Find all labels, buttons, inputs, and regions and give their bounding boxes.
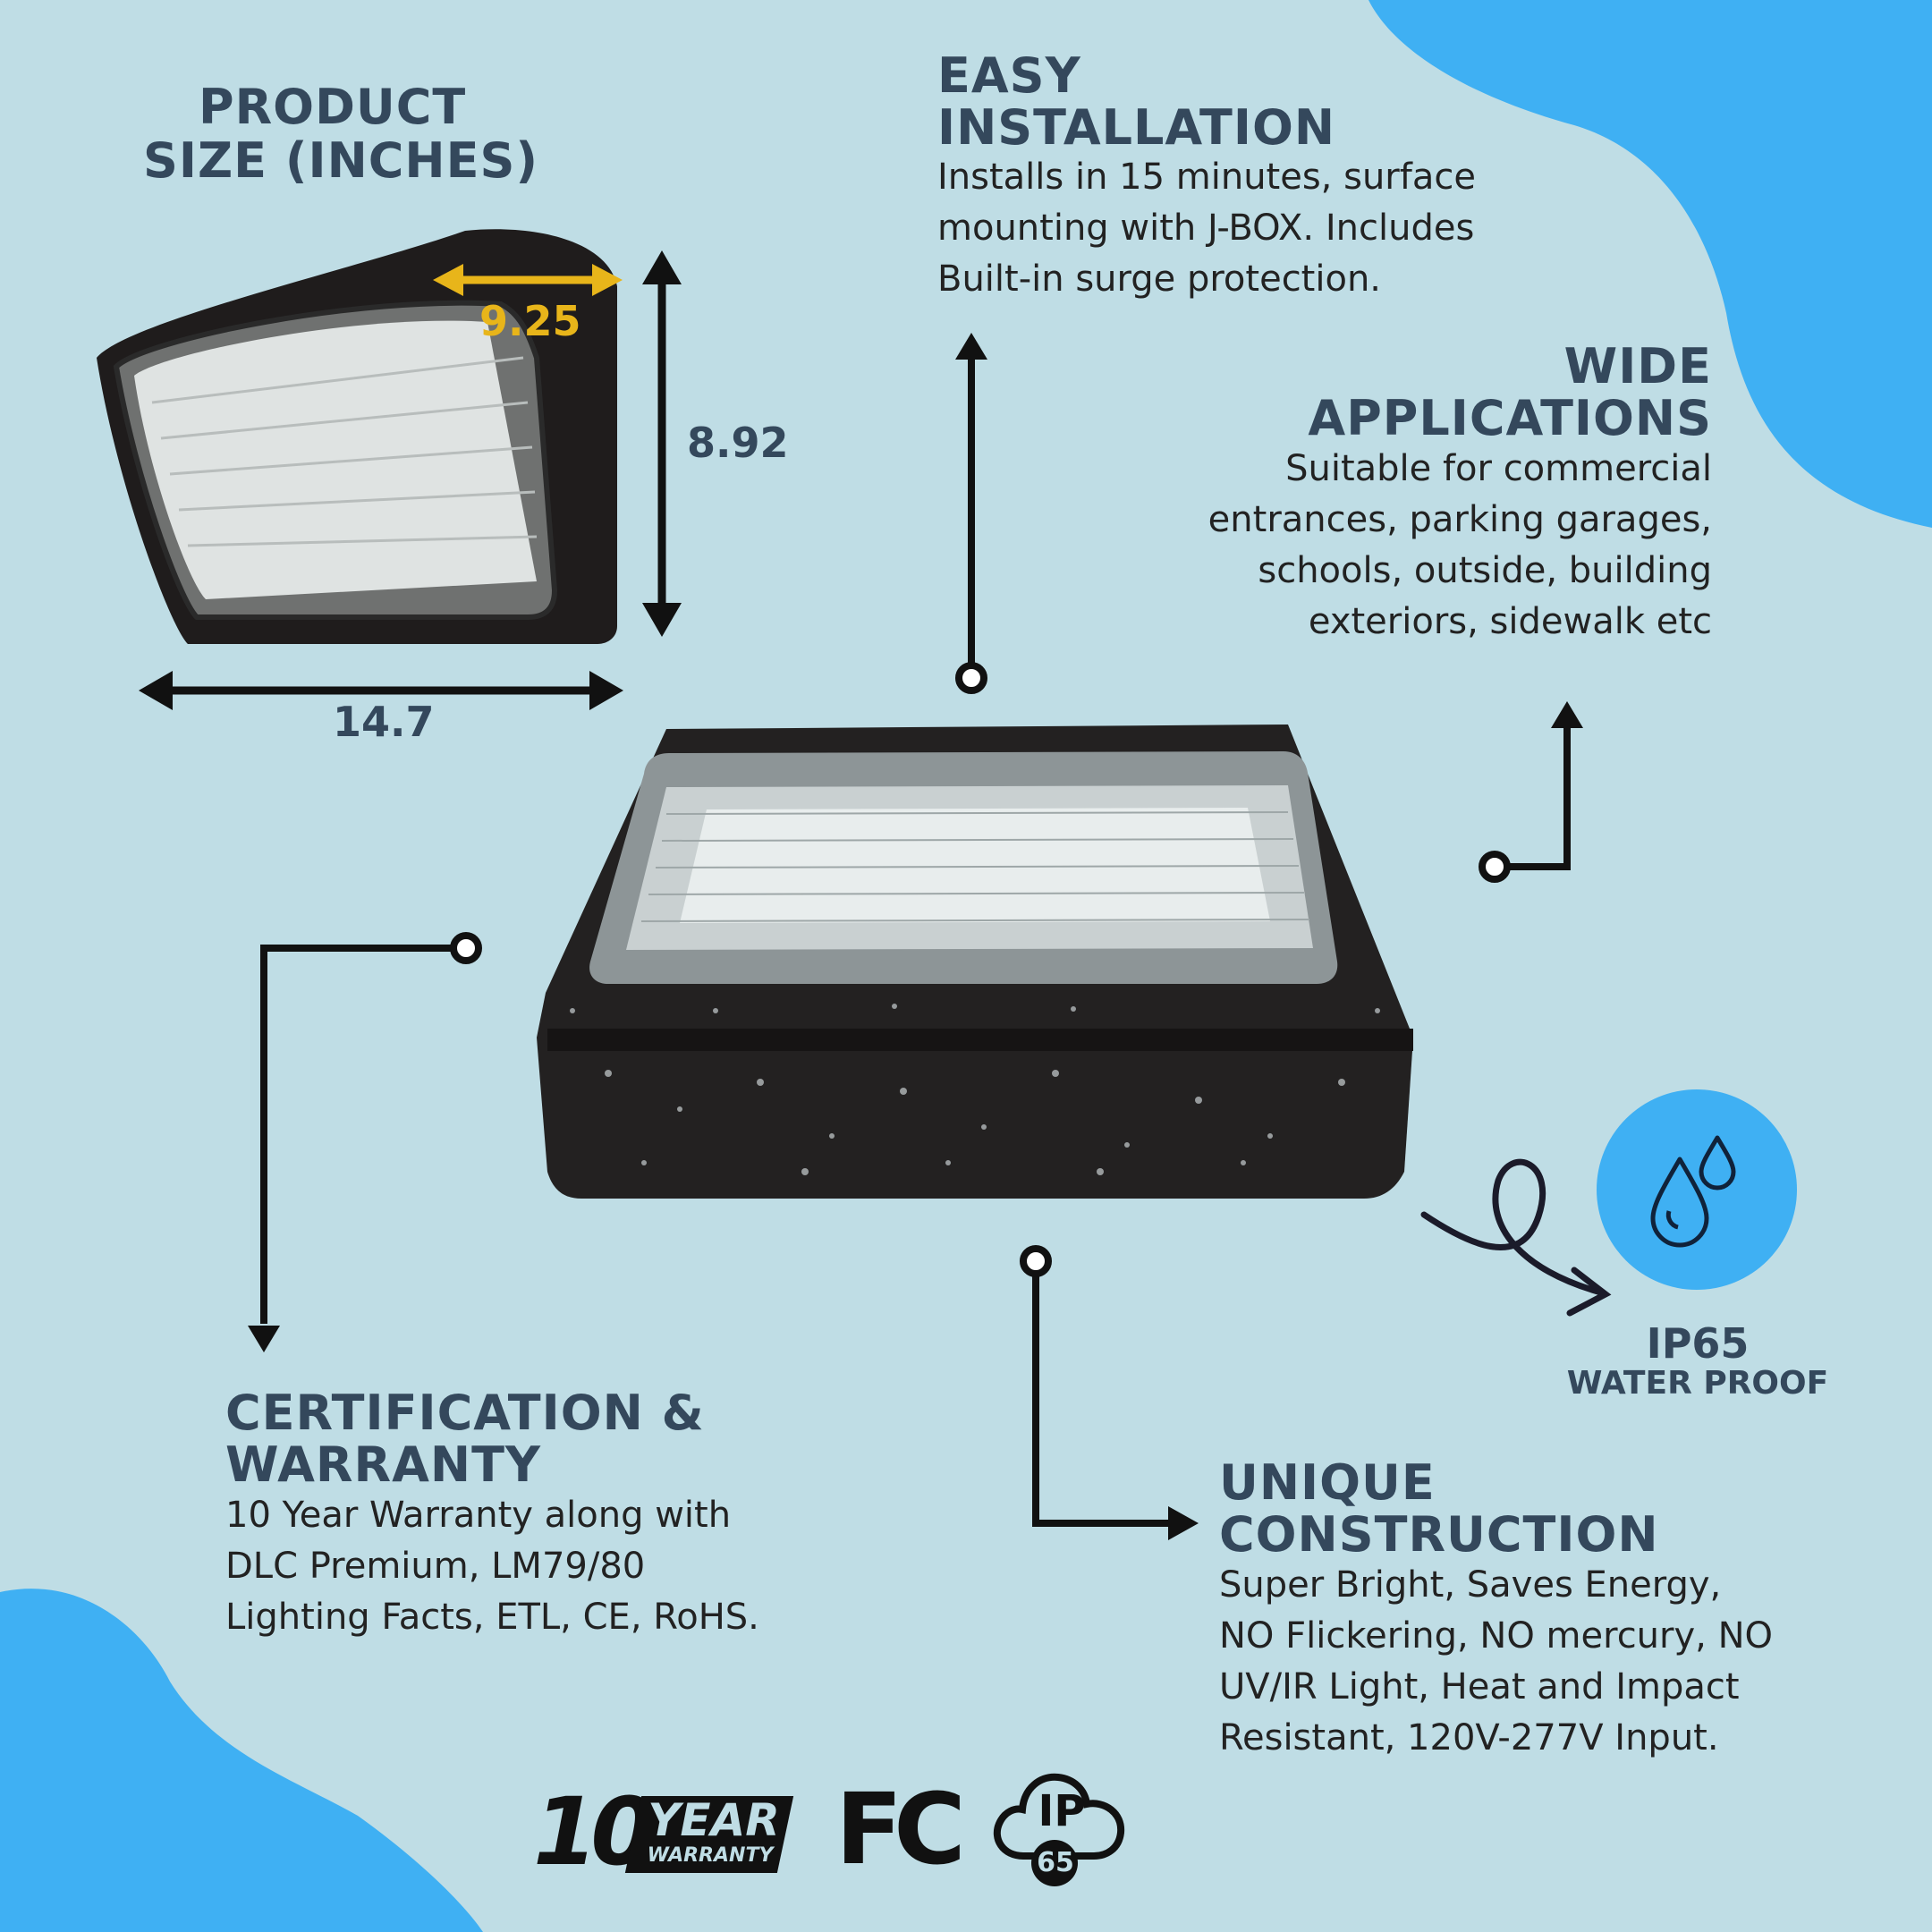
installation-title-1: EASY — [937, 47, 1081, 104]
height-value: 8.92 — [687, 419, 789, 467]
installation-line-1: Installs in 15 minutes, surface — [937, 157, 1476, 198]
installation-line-2: mounting with J-BOX. Includes — [937, 208, 1475, 249]
construction-line-2: NO Flickering, NO mercury, NO — [1219, 1615, 1773, 1657]
applications-line-3: schools, outside, building — [1258, 550, 1712, 591]
certification-line-3: Lighting Facts, ETL, CE, RoHS. — [225, 1597, 759, 1638]
bottom-left-blob — [0, 1589, 483, 1932]
water-drops-icon — [1650, 1135, 1736, 1248]
height-arrow — [642, 250, 682, 637]
ip65-badge-top: IP — [1038, 1786, 1086, 1836]
product-front-view — [537, 724, 1413, 1199]
construction-line-4: Resistant, 120V-277V Input. — [1219, 1717, 1719, 1758]
warranty-badge: 10 YEAR WARRANTY — [533, 1780, 794, 1887]
curly-arrow — [1420, 1158, 1612, 1317]
product-size-title-2: SIZE (INCHES) — [143, 132, 539, 189]
connector-applications — [1479, 701, 1583, 883]
installation-line-3: Built-in surge protection. — [937, 258, 1382, 300]
applications-title-2: APPLICATIONS — [1308, 390, 1712, 446]
product-side-view — [97, 229, 617, 644]
depth-arrow — [433, 264, 623, 296]
construction-title-1: UNIQUE — [1219, 1454, 1436, 1511]
construction-title-2: CONSTRUCTION — [1219, 1506, 1659, 1563]
construction-line-1: Super Bright, Saves Energy, — [1219, 1564, 1722, 1606]
cloud-icon — [993, 1773, 1125, 1886]
installation-title-2: INSTALLATION — [937, 99, 1336, 156]
warranty-badge-word: WARRANTY — [647, 1844, 774, 1867]
fcc-badge: FC — [835, 1772, 966, 1886]
certification-title-1: CERTIFICATION & — [225, 1385, 705, 1441]
certification-title-2: WARRANTY — [225, 1436, 542, 1493]
warranty-badge-year: YEAR — [648, 1794, 780, 1846]
width-arrow — [139, 671, 623, 710]
ip65-label: IP65 — [1646, 1319, 1750, 1368]
construction-line-3: UV/IR Light, Heat and Impact — [1219, 1666, 1740, 1707]
top-right-blob — [1368, 0, 1932, 528]
ip65-badge-bottom: 65 — [1037, 1847, 1074, 1878]
applications-title-1: WIDE — [1563, 338, 1712, 394]
certification-line-1: 10 Year Warranty along with — [225, 1495, 732, 1536]
applications-line-2: entrances, parking garages, — [1208, 499, 1712, 540]
depth-value: 9.25 — [479, 297, 581, 345]
ip65-badge: IP 65 — [988, 1749, 1131, 1892]
product-size-title-1: PRODUCT — [199, 79, 467, 135]
applications-line-1: Suitable for commercial — [1285, 448, 1712, 489]
connector-construction — [1020, 1245, 1199, 1540]
width-value: 14.7 — [333, 698, 435, 746]
connector-certification — [248, 932, 482, 1352]
applications-line-4: exteriors, sidewalk etc — [1308, 601, 1712, 642]
waterproof-label: WATER PROOF — [1566, 1365, 1829, 1402]
connector-installation — [955, 333, 987, 694]
certification-line-2: DLC Premium, LM79/80 — [225, 1546, 646, 1587]
